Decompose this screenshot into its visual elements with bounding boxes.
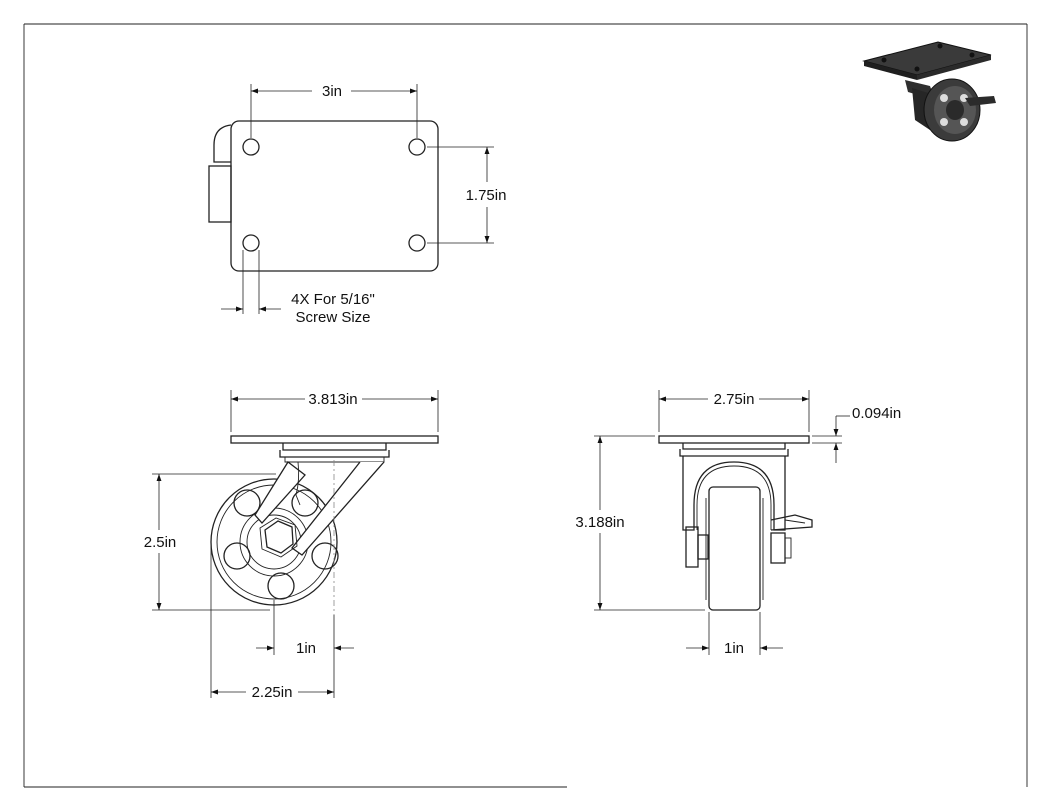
mounting-plate-outline — [230, 120, 439, 272]
sheet-border — [23, 23, 1028, 788]
hole-note-line2: Screw Size — [295, 309, 370, 326]
dim-overall-height: 3.188in — [575, 514, 624, 531]
dim-hole-spacing-y: 1.75in — [466, 187, 507, 204]
dim-offset: 1in — [296, 640, 316, 657]
mounting-hole — [242, 138, 260, 156]
dim-plate-length: 3.813in — [308, 391, 357, 408]
dim-plate-thickness: 0.094in — [852, 405, 901, 422]
hole-note-line1: 4X For 5/16" — [291, 291, 375, 308]
dim-swivel-radius: 2.25in — [252, 684, 293, 701]
side-plate — [230, 435, 439, 444]
dim-height-to-wheel: 2.5in — [144, 534, 177, 551]
mounting-hole — [408, 234, 426, 252]
front-wheel — [708, 486, 761, 611]
mounting-hole — [408, 138, 426, 156]
dim-hole-spacing-x: 3in — [322, 83, 342, 100]
mounting-hole — [242, 234, 260, 252]
dim-plate-width: 2.75in — [714, 391, 755, 408]
top-view: 3in 1.75in 4X For 5/16" Screw Size — [208, 83, 507, 326]
caster-wheel-render-icon — [862, 41, 996, 142]
front-plate — [658, 435, 810, 444]
front-view: 2.75in 0.094in 3.188in 1in — [575, 390, 901, 657]
dim-wheel-width: 1in — [724, 640, 744, 657]
side-view: 3.813in 2.5in 1in 2.25in — [144, 390, 439, 701]
